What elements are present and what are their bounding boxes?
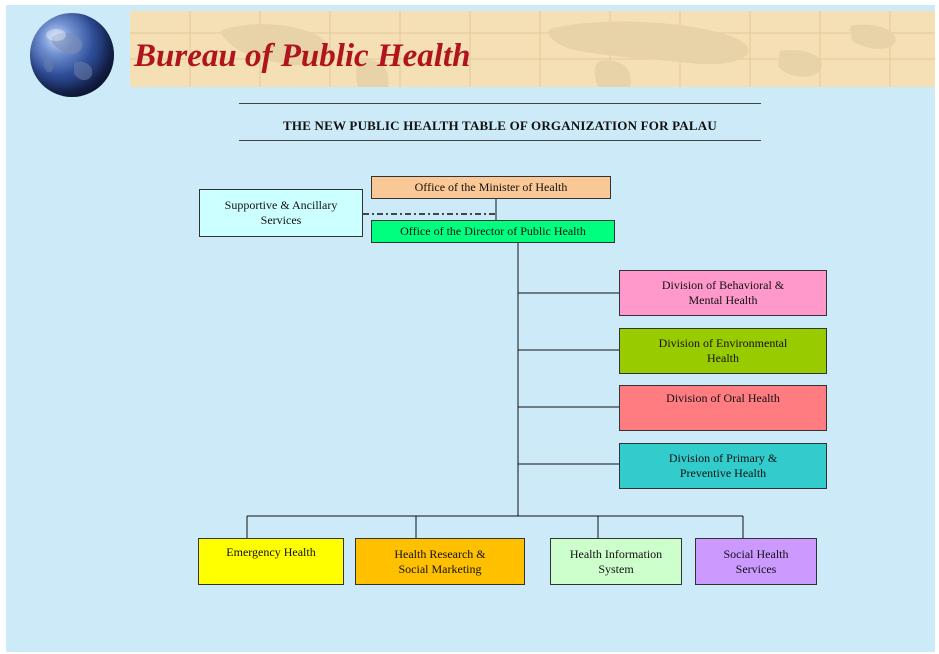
unit-label-line2: System: [598, 561, 634, 576]
connector-lines: [246, 199, 744, 538]
unit-label-line1: Health Research &: [394, 546, 486, 561]
division-label-line2: Health: [707, 351, 739, 365]
division-label-line2: Mental Health: [688, 293, 758, 307]
director-office-box: Office of the Director of Public Health: [371, 220, 615, 243]
division-label-line2: Preventive Health: [679, 466, 767, 480]
unit-label-line1: Health Information: [569, 546, 663, 561]
division-label-line1: Division of Environmental: [658, 336, 788, 350]
unit-label-line2: Social Marketing: [398, 561, 482, 576]
slide: Bureau of Public Health THE NEW PUBLIC H…: [6, 5, 935, 652]
unit-label-line1: Emergency Health: [226, 545, 316, 559]
supportive-services-box: Supportive & Ancillary Services: [199, 189, 363, 237]
globe-icon: [30, 13, 114, 97]
unit-label-line1: Social Health: [723, 546, 789, 561]
unit-research-box: Health Research & Social Marketing: [355, 538, 525, 585]
division-oral-box: Division of Oral Health: [619, 385, 827, 431]
page-title: Bureau of Public Health: [134, 38, 471, 74]
title-bottom-rule: [239, 140, 761, 141]
supportive-services-label-1: Supportive & Ancillary: [224, 198, 338, 212]
supportive-services-label-2: Services: [260, 213, 302, 227]
org-chart-title: THE NEW PUBLIC HEALTH TABLE OF ORGANIZAT…: [283, 118, 717, 133]
header-banner: [130, 11, 935, 87]
division-behavioral-box: Division of Behavioral & Mental Health: [619, 270, 827, 316]
division-environmental-box: Division of Environmental Health: [619, 328, 827, 374]
unit-social-box: Social Health Services: [695, 538, 817, 585]
title-top-rule: [239, 103, 761, 104]
division-label-line1: Division of Oral Health: [666, 391, 780, 405]
minister-office-box: Office of the Minister of Health: [371, 176, 611, 199]
minister-office-label: Office of the Minister of Health: [414, 180, 568, 194]
division-label-line1: Division of Behavioral &: [661, 278, 785, 292]
unit-information-box: Health Information System: [550, 538, 682, 585]
division-label-line1: Division of Primary &: [668, 451, 778, 465]
unit-label-line2: Services: [735, 561, 777, 576]
director-office-label: Office of the Director of Public Health: [400, 224, 586, 238]
unit-emergency-box: Emergency Health: [198, 538, 344, 585]
world-map-background: [130, 11, 935, 87]
division-primary-box: Division of Primary & Preventive Health: [619, 443, 827, 489]
